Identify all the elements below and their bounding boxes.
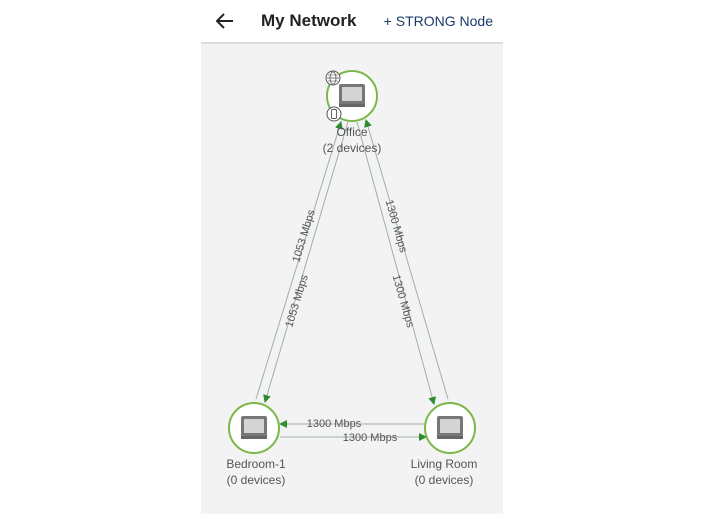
link-line-office-living-a xyxy=(356,121,437,405)
node-office-label: Office (2 devices) xyxy=(297,124,407,156)
app-bar: My Network + STRONG Node xyxy=(201,0,503,44)
globe-icon xyxy=(325,70,341,86)
link-line-office-bedroom-b xyxy=(263,121,349,403)
node-bedroom-devices: (0 devices) xyxy=(226,473,286,487)
link-label-bedroom-living-b: 1300 Mbps xyxy=(343,432,398,444)
back-arrow-icon xyxy=(216,13,233,29)
page-title: My Network xyxy=(261,11,357,30)
node-living-name: Living Room xyxy=(410,457,478,471)
add-strong-node-button[interactable]: + STRONG Node xyxy=(383,13,493,29)
node-living-room[interactable] xyxy=(424,402,476,454)
node-bedroom-label: Bedroom-1 (0 devices) xyxy=(201,456,311,488)
link-label-office-living-a: 1300 Mbps xyxy=(383,198,410,254)
router-icon xyxy=(241,416,267,439)
node-living-devices: (0 devices) xyxy=(414,473,474,487)
node-office-name: Office xyxy=(336,125,368,139)
router-icon xyxy=(437,416,463,439)
node-bedroom-1[interactable] xyxy=(228,402,280,454)
node-office[interactable] xyxy=(326,70,378,122)
link-label-office-living-b: 1300 Mbps xyxy=(390,273,417,329)
network-map: 1053 Mbps 1053 Mbps 1300 Mbps 1300 Mbps … xyxy=(201,44,503,514)
router-icon xyxy=(339,84,365,107)
network-map-svg: 1053 Mbps 1053 Mbps 1300 Mbps 1300 Mbps … xyxy=(228,70,476,454)
link-line-office-bedroom-a xyxy=(255,121,343,400)
node-office-devices: (2 devices) xyxy=(322,141,382,155)
node-living-label: Living Room (0 devices) xyxy=(389,456,499,488)
back-button[interactable] xyxy=(213,9,237,33)
link-label-bedroom-living-a: 1300 Mbps xyxy=(307,418,362,430)
node-bedroom-name: Bedroom-1 xyxy=(226,457,286,471)
phone-icon xyxy=(326,106,342,122)
phone-screen: My Network + STRONG Node 1053 Mbps 1053 … xyxy=(201,0,503,514)
link-label-office-bedroom-b: 1053 Mbps xyxy=(283,273,311,329)
link-line-office-living-b xyxy=(364,119,449,400)
